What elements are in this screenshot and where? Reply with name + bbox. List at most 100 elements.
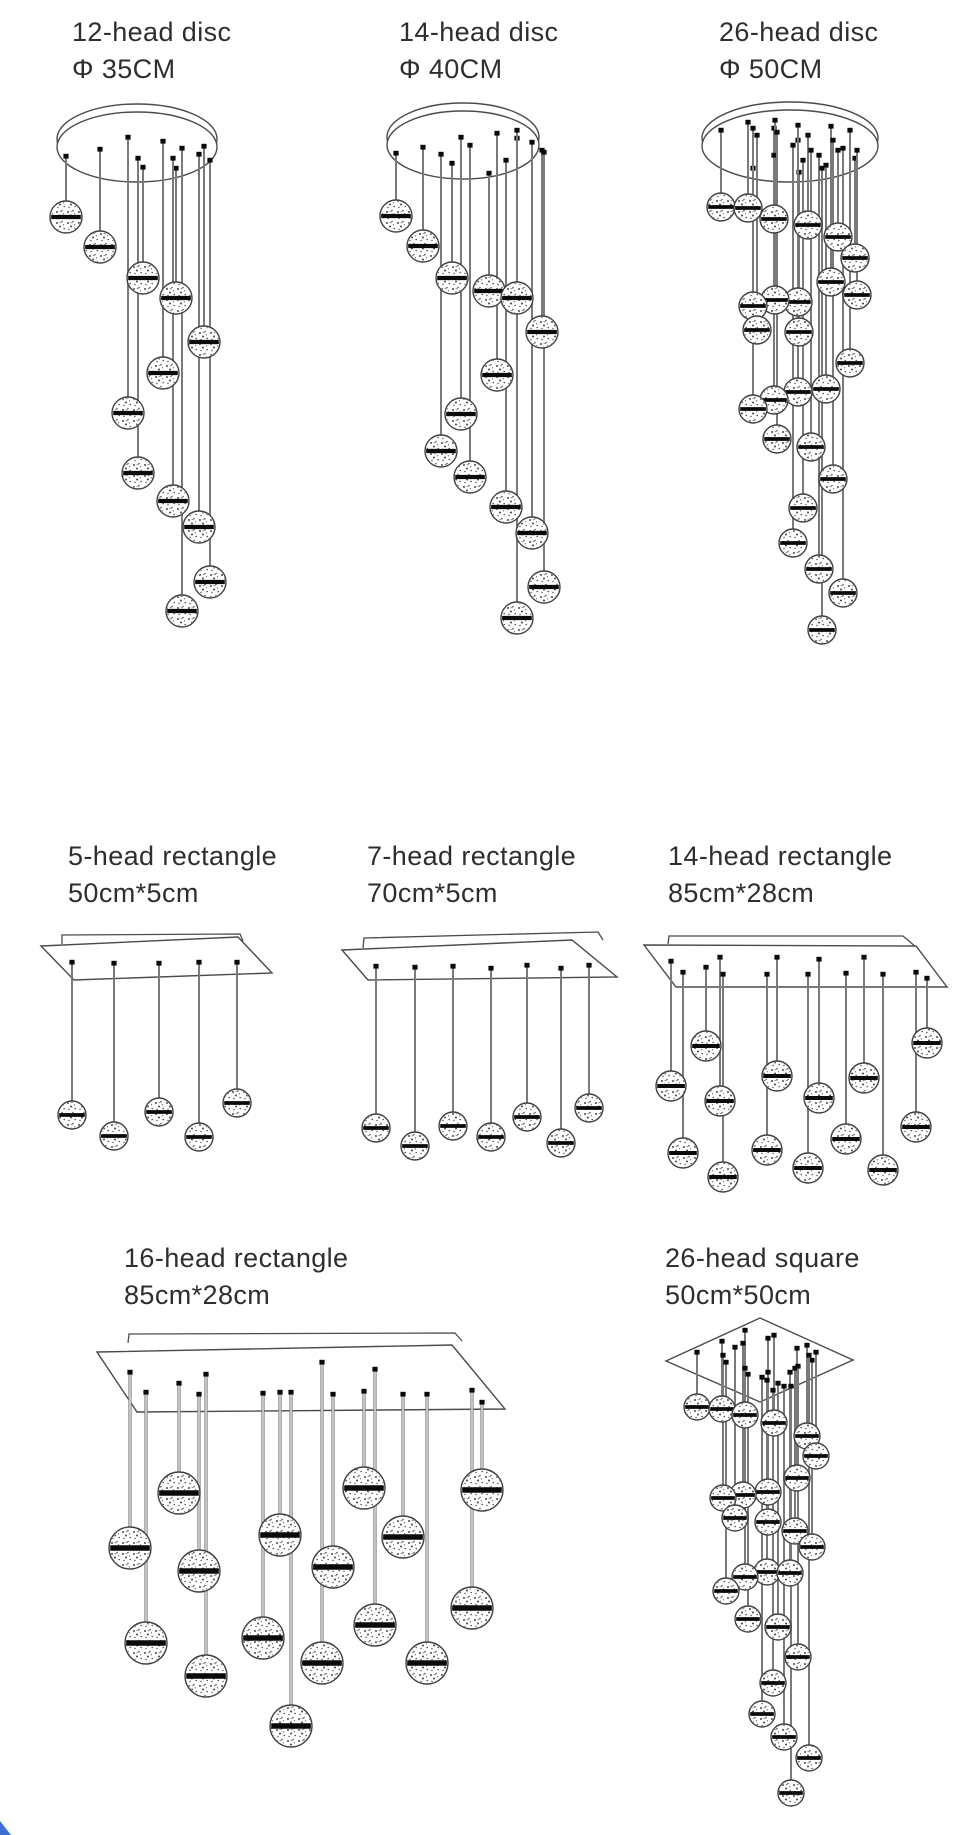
rod-attachment-dot — [754, 132, 760, 138]
canopy-rim — [667, 935, 917, 948]
glass-ball — [300, 1641, 344, 1685]
pendant-ball — [816, 267, 846, 297]
rod-attachment-dot — [412, 964, 418, 970]
glass-ball — [527, 570, 561, 604]
glass-ball — [764, 1613, 792, 1641]
pendant-ball — [690, 1030, 722, 1062]
pendant-ball — [753, 1558, 781, 1586]
pendant-ball — [731, 1563, 759, 1591]
pendant-ball — [704, 1085, 736, 1117]
glass-ball — [99, 1121, 129, 1151]
glass-ball — [707, 1161, 739, 1193]
pendant-ball — [124, 1621, 168, 1665]
pendant-ball — [525, 315, 559, 349]
pendant-ball — [783, 1464, 811, 1492]
rod-attachment-dot — [742, 1365, 748, 1371]
glass-ball — [424, 434, 458, 468]
pendant-ball — [754, 1508, 782, 1536]
rod-attachment-dot — [816, 152, 822, 158]
rod-attachment-dot — [800, 157, 806, 163]
canopy-disc — [386, 110, 540, 180]
rod-attachment-dot — [794, 1345, 800, 1351]
pendant-ball — [795, 1744, 823, 1772]
glass-ball — [731, 1563, 759, 1591]
glass-ball — [777, 1779, 805, 1807]
pendant-ball — [444, 397, 478, 431]
pendant-ball — [476, 1122, 506, 1152]
glass-ball — [781, 1517, 809, 1545]
rod-attachment-dot — [787, 1369, 793, 1375]
fixture-heads-label: 14-head disc — [399, 17, 559, 47]
pendant-ball — [165, 594, 199, 628]
pendant-ball — [667, 1137, 699, 1169]
glass-ball — [353, 1603, 397, 1647]
rod-attachment-dot — [558, 965, 564, 971]
glass-ball — [795, 1744, 823, 1772]
rod-attachment-dot — [840, 145, 846, 151]
glass-ball — [222, 1088, 252, 1118]
pendant-ball — [353, 1603, 397, 1647]
pendant-ball — [748, 1700, 776, 1728]
glass-ball — [83, 230, 117, 264]
glass-ball — [734, 1605, 762, 1633]
glass-ball — [721, 1504, 749, 1532]
pendant-ball — [793, 1422, 821, 1450]
glass-ball — [144, 1097, 174, 1127]
pendant-ball — [450, 1586, 494, 1630]
pendant-ball — [759, 1669, 787, 1697]
pendant-ball — [742, 315, 772, 345]
glass-ball — [778, 528, 808, 558]
pendant-ball — [721, 1504, 749, 1532]
glass-ball — [690, 1030, 722, 1062]
glass-ball — [450, 1586, 494, 1630]
glass-ball — [381, 1515, 425, 1559]
glass-ball — [770, 1723, 798, 1751]
rod-attachment-dot — [135, 155, 141, 161]
rod-attachment-dot — [720, 971, 726, 977]
pendant-ball — [400, 1131, 430, 1161]
glass-ball — [823, 222, 853, 252]
rod-attachment-dot — [830, 137, 836, 143]
fixture-heads-label: 26-head square — [665, 1243, 860, 1273]
pendant-ball — [867, 1154, 899, 1186]
fixture-disc-14 — [379, 102, 561, 635]
pendant-ball — [818, 464, 848, 494]
pendant-ball — [803, 1082, 835, 1114]
pendant-ball — [480, 358, 514, 392]
rod-attachment-dot — [843, 970, 849, 976]
rod-attachment-dot — [438, 151, 444, 157]
glass-ball — [124, 1621, 168, 1665]
glass-ball — [311, 1545, 355, 1589]
pendant-ball — [438, 1111, 468, 1141]
rod-attachment-dot — [196, 959, 202, 965]
glass-ball — [709, 1484, 737, 1512]
pendant-ball — [574, 1093, 604, 1123]
glass-ball — [802, 1442, 830, 1470]
pendant-ball — [807, 615, 837, 645]
rod-attachment-dot — [69, 959, 75, 965]
rod-attachment-dot — [718, 127, 724, 133]
glass-ball — [500, 281, 534, 315]
pendant-ball — [712, 1577, 740, 1605]
rod-attachment-dot — [745, 1371, 751, 1377]
pendant-ball — [472, 274, 506, 308]
glass-ball — [830, 1123, 862, 1155]
glass-ball — [761, 1060, 793, 1092]
rod-attachment-dot — [449, 160, 455, 166]
pendant-ball — [222, 1088, 252, 1118]
pendant-ball — [706, 192, 736, 222]
pendant-ball — [751, 1134, 783, 1166]
pendant-ball — [811, 374, 841, 404]
pendant-ball — [762, 424, 792, 454]
fixture-rect-5 — [39, 933, 274, 1152]
pendant-ball — [911, 1027, 943, 1059]
glass-ball — [762, 424, 792, 454]
pendant-ball — [57, 1100, 87, 1130]
fixture-size-label: 70cm*5cm — [367, 878, 498, 908]
glass-ball — [476, 1122, 506, 1152]
fixture-heads-label: 16-head rectangle — [124, 1243, 349, 1273]
rod-attachment-dot — [467, 142, 473, 148]
glass-ball — [816, 267, 846, 297]
rod-attachment-dot — [694, 1349, 700, 1355]
